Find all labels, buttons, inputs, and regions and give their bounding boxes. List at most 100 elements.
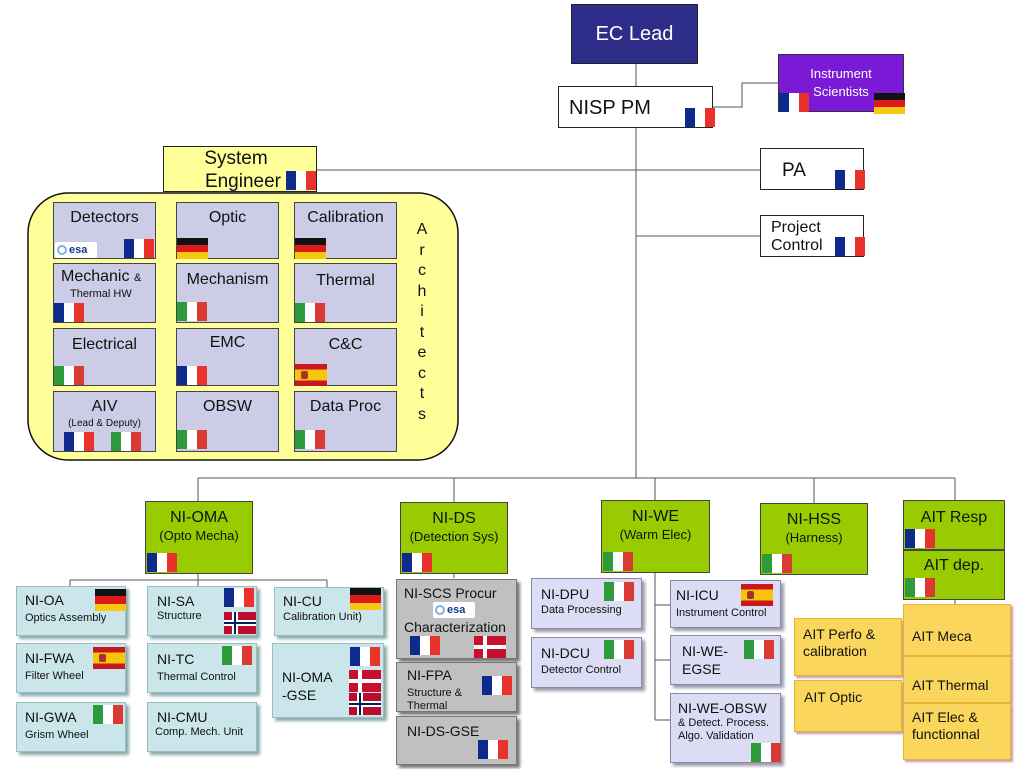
line-pm-instrument bbox=[713, 82, 778, 108]
ni-oma-title: NI-OMA bbox=[170, 509, 228, 526]
ni-oa-title: NI-OA bbox=[25, 592, 64, 608]
ni-sa-title: NI-SA bbox=[157, 593, 195, 609]
ni-ds-subtitle: (Detection Sys) bbox=[409, 529, 499, 544]
instrument-scientists-line2: Scientists bbox=[813, 84, 869, 99]
cc-label: C&C bbox=[328, 336, 363, 353]
ni-ds-title: NI-DS bbox=[432, 510, 476, 527]
france-flag-icon bbox=[685, 108, 715, 127]
italy-flag-icon bbox=[604, 640, 634, 659]
nisp-pm-label: NISP PM bbox=[569, 97, 651, 119]
optic-box bbox=[176, 202, 279, 259]
calibration-label: Calibration bbox=[307, 209, 384, 226]
norway-flag-icon bbox=[349, 693, 381, 715]
france-flag-icon bbox=[147, 553, 177, 572]
italy-flag-icon bbox=[905, 578, 935, 597]
aiv-label: AIV bbox=[91, 398, 118, 415]
ait-dep-title: AIT dep. bbox=[923, 557, 985, 574]
ni-we-obsw-sub2: Algo. Validation bbox=[678, 730, 754, 742]
france-flag-icon bbox=[779, 93, 809, 112]
detectors-label: Detectors bbox=[70, 209, 139, 226]
obsw-label: OBSW bbox=[203, 398, 252, 415]
ait-optic-title: AIT Optic bbox=[804, 689, 863, 705]
ni-scs-title: NI-SCS Procur bbox=[404, 585, 497, 601]
italy-flag-icon bbox=[751, 743, 781, 762]
pa-box bbox=[760, 148, 864, 190]
france-flag-icon bbox=[402, 553, 432, 572]
system-engineer-line1: System bbox=[204, 148, 268, 169]
spain-flag-icon bbox=[741, 584, 773, 606]
norway-flag-icon bbox=[224, 612, 256, 634]
project-control-line2: Control bbox=[771, 237, 823, 254]
thermal-label: Thermal bbox=[316, 272, 375, 289]
ait-elec-title1: AIT Elec & bbox=[912, 709, 978, 725]
ec-lead-box bbox=[571, 4, 698, 64]
france-flag-icon bbox=[835, 170, 865, 189]
ni-tc-title: NI-TC bbox=[157, 651, 195, 667]
ait-elec-title2: functionnal bbox=[912, 726, 980, 742]
ni-fpa-subtitle1: Structure & bbox=[407, 687, 463, 699]
ni-icu-title: NI-ICU bbox=[676, 587, 719, 603]
ni-dcu-title: NI-DCU bbox=[541, 645, 590, 661]
ni-icu-subtitle: Instrument Control bbox=[676, 607, 767, 619]
ait-dep-box bbox=[903, 550, 1005, 600]
ni-gwa-title: NI-GWA bbox=[25, 709, 77, 725]
ait-elec-box bbox=[903, 703, 1011, 760]
mechanic-sublabel: Thermal HW bbox=[70, 288, 132, 300]
italy-flag-icon bbox=[603, 552, 633, 571]
ni-scs-subtitle: Characterization bbox=[404, 619, 506, 635]
france-flag-icon bbox=[286, 171, 316, 190]
france-flag-icon bbox=[64, 432, 94, 451]
france-flag-icon bbox=[177, 366, 207, 385]
italy-flag-icon bbox=[604, 582, 634, 601]
france-flag-icon bbox=[350, 647, 380, 666]
germany-flag-icon bbox=[350, 588, 381, 610]
instrument-scientists-line1: Instrument bbox=[810, 66, 872, 81]
ni-fpa-subtitle2: Thermal bbox=[407, 700, 448, 712]
esa-logo-icon: esa bbox=[433, 602, 475, 618]
ec-lead-label: EC Lead bbox=[595, 23, 674, 45]
france-flag-icon bbox=[410, 636, 440, 655]
italy-flag-icon bbox=[177, 430, 207, 449]
ni-fwa-title: NI-FWA bbox=[25, 650, 75, 666]
italy-flag-icon bbox=[762, 554, 792, 573]
ni-gwa-subtitle: Grism Wheel bbox=[25, 729, 89, 741]
italy-flag-icon bbox=[93, 705, 123, 724]
ni-we-obsw-title: NI-WE-OBSW bbox=[678, 700, 767, 716]
aiv-sublabel: (Lead & Deputy) bbox=[68, 418, 141, 429]
ni-tc-subtitle: Thermal Control bbox=[157, 671, 236, 683]
ni-dpu-title: NI-DPU bbox=[541, 586, 590, 602]
data-proc-label: Data Proc bbox=[309, 398, 382, 415]
calibration-box bbox=[294, 202, 397, 259]
ni-we-subtitle: (Warm Elec) bbox=[619, 527, 692, 542]
pa-label: PA bbox=[782, 160, 806, 181]
system-engineer-line2: Engineer bbox=[204, 171, 281, 192]
ni-hss-subtitle: (Harness) bbox=[785, 530, 843, 545]
france-flag-icon bbox=[124, 239, 154, 258]
italy-flag-icon bbox=[744, 640, 774, 659]
ait-meca-box bbox=[903, 604, 1011, 656]
ni-hss-title: NI-HSS bbox=[786, 511, 842, 528]
denmark-flag-icon bbox=[349, 670, 381, 692]
france-flag-icon bbox=[835, 237, 865, 256]
emc-label: EMC bbox=[209, 334, 246, 351]
ni-cmu-subtitle: Comp. Mech. Unit bbox=[155, 726, 244, 738]
ni-we-title: NI-WE bbox=[631, 508, 680, 525]
esa-logo-icon: esa bbox=[55, 242, 97, 258]
ait-resp-title: AIT Resp bbox=[920, 509, 988, 526]
germany-flag-icon bbox=[295, 238, 326, 259]
ni-oma-box bbox=[145, 501, 253, 574]
ait-meca-title: AIT Meca bbox=[912, 628, 972, 644]
ni-oma-gse-title: NI-OMA bbox=[282, 669, 333, 685]
ni-oa-subtitle: Optics Assembly bbox=[25, 612, 107, 624]
mechanic-label: Mechanic & bbox=[61, 268, 142, 285]
ait-thermal-title: AIT Thermal bbox=[912, 677, 989, 693]
mechanism-label: Mechanism bbox=[186, 271, 269, 288]
ni-dpu-subtitle: Data Processing bbox=[541, 604, 622, 616]
ni-cu-title: NI-CU bbox=[283, 593, 322, 609]
germany-flag-icon bbox=[874, 93, 905, 114]
germany-flag-icon bbox=[95, 589, 126, 611]
ait-perfo-title2: calibration bbox=[803, 643, 867, 659]
ni-cmu-box bbox=[147, 702, 257, 752]
ni-we-egse-title2: EGSE bbox=[682, 661, 721, 677]
